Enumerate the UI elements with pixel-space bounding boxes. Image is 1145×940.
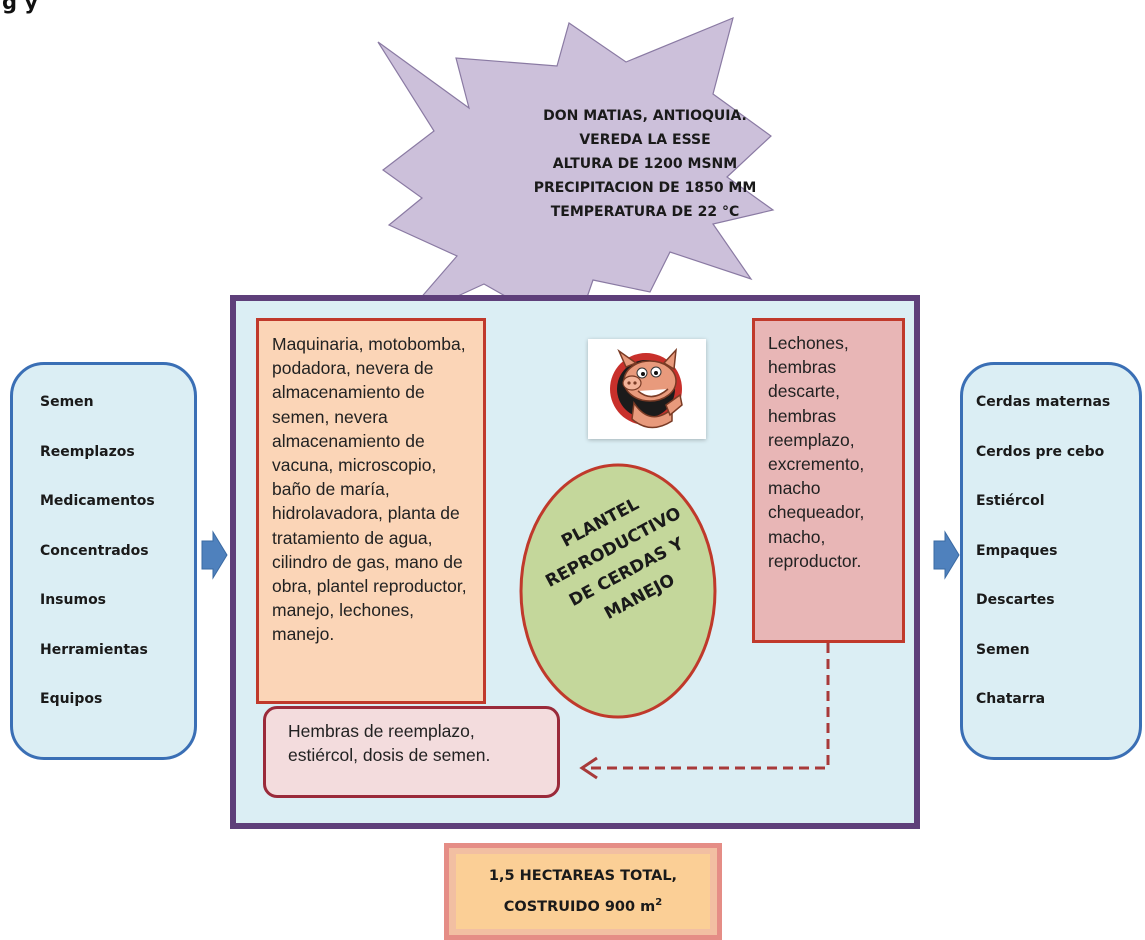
resources-box: Maquinaria, motobomba, podadora, nevera … [256,318,486,704]
location-line: ALTURA DE 1200 MSNM [552,156,738,172]
recycle-box: Hembras de reemplazo, estiércol, dosis d… [263,706,560,798]
output-item: Estiércol [976,493,1045,509]
area-line: 1,5 HECTAREAS TOTAL, [488,868,678,884]
location-details: DON MATIAS, ANTIOQUIA. VEREDA LA ESSE AL… [470,104,820,224]
animals-text: Lechones, hembras descarte, hembras reem… [768,333,865,571]
area-built-text: COSTRUIDO 900 m [503,899,656,915]
output-arrow-icon [933,530,960,580]
location-line: PRECIPITACION DE 1850 MM [533,180,757,196]
input-item: Insumos [40,592,107,608]
resources-text: Maquinaria, motobomba, podadora, nevera … [272,334,467,645]
feedback-dashed-arrow [585,643,830,770]
area-unit-superscript: 2 [655,897,663,909]
input-item: Herramientas [40,641,148,658]
output-item: Cerdos pre cebo [976,443,1105,460]
animals-box: Lechones, hembras descarte, hembras reem… [752,318,905,643]
output-item: Cerdas maternas [976,394,1111,410]
output-item: Descartes [976,592,1055,608]
inputs-box [10,362,197,760]
output-item: Chatarra [976,691,1046,707]
input-item: Medicamentos [40,493,155,509]
pig-icon [610,347,683,429]
star-burst [377,16,775,336]
output-item: Semen [976,641,1030,658]
area-label: 1,5 HECTAREAS TOTAL, COSTRUIDO 900 m2 [456,854,710,929]
inputs-list: Semen Reemplazos Medicamentos Concentrad… [40,378,155,725]
outputs-list: Cerdas maternas Cerdos pre cebo Estiérco… [976,378,1110,725]
location-line: VEREDA LA ESSE [579,132,711,148]
core-process-oval [519,463,717,719]
input-item: Reemplazos [40,443,135,460]
input-item: Concentrados [40,542,149,559]
input-arrow-icon [201,530,228,580]
area-line: COSTRUIDO 900 m2 [456,892,710,923]
location-line: DON MATIAS, ANTIOQUIA. [543,108,747,124]
location-line: TEMPERATURA DE 22 °C [550,204,740,220]
pig-illustration [588,339,706,439]
feedback-arrowhead-icon [579,756,598,780]
figure-caption-fragment: g y [2,0,39,14]
input-item: Equipos [40,691,103,707]
output-item: Empaques [976,542,1058,559]
input-item: Semen [40,394,94,410]
outputs-box [960,362,1142,760]
recycle-text: Hembras de reemplazo, estiércol, dosis d… [288,721,491,766]
